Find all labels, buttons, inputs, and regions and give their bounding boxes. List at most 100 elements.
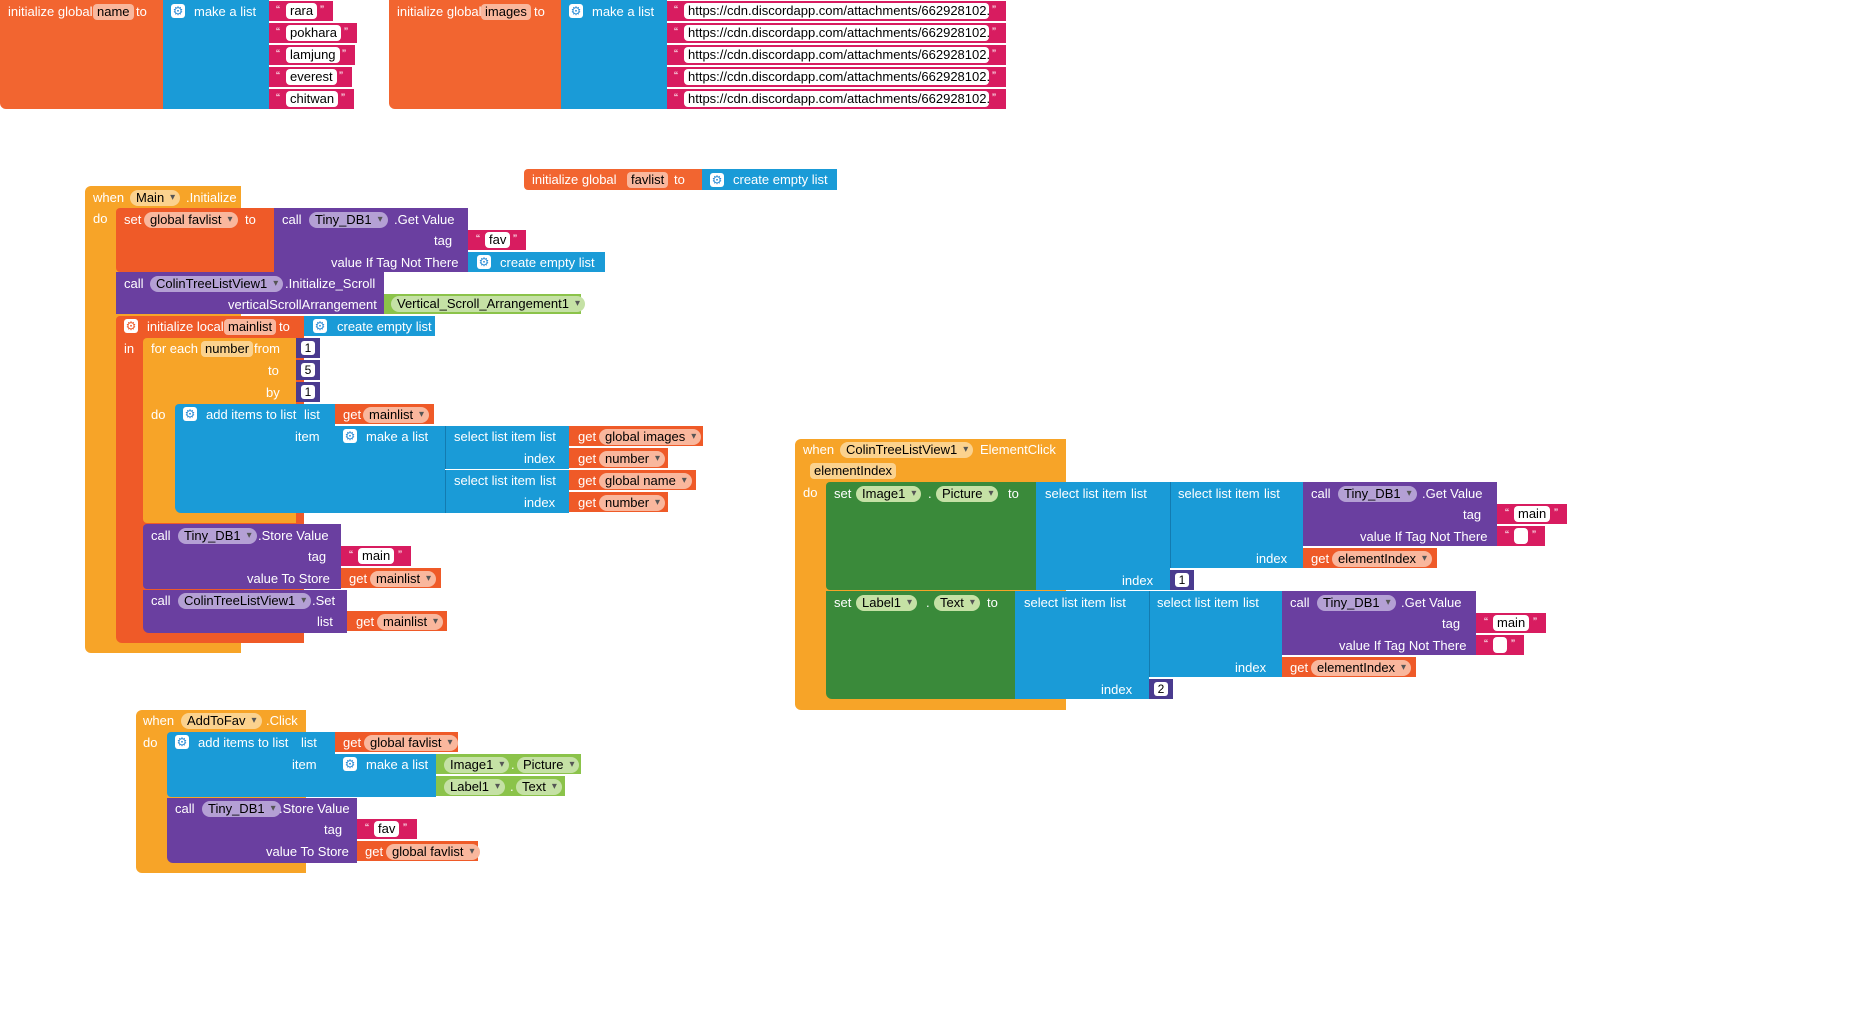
number-value[interactable]: 2 — [1154, 682, 1168, 696]
variable-dropdown[interactable]: mainlist — [363, 407, 430, 423]
make-a-list-block[interactable] — [561, 0, 667, 109]
mutator-gear-icon[interactable]: ⚙ — [313, 319, 327, 333]
text-value[interactable]: pokhara — [286, 25, 341, 41]
mutator-gear-icon[interactable]: ⚙ — [569, 4, 583, 18]
variable-dropdown[interactable]: global favlist — [386, 844, 480, 860]
mutator-gear-icon[interactable]: ⚙ — [477, 255, 491, 269]
component-dropdown[interactable]: Image1 — [444, 757, 510, 773]
property-dropdown[interactable]: Text — [934, 595, 980, 611]
select-list-item-block[interactable] — [1036, 482, 1170, 590]
set-label1-text-block[interactable] — [826, 591, 1015, 699]
component-dropdown[interactable]: ColinTreeListView1 — [178, 593, 312, 609]
var-images-field[interactable]: images — [481, 4, 531, 20]
text-value[interactable]: chitwan — [286, 91, 339, 107]
event-label: ElementClick — [980, 442, 1056, 457]
text-value[interactable]: https://cdn.discordapp.com/attachments/6… — [684, 47, 989, 63]
select-item-label: select list item — [454, 429, 536, 444]
add-items-to-list-block[interactable] — [175, 404, 335, 513]
component-dropdown[interactable]: Tiny_DB1 — [309, 212, 388, 228]
component-dropdown[interactable]: ColinTreeListView1 — [150, 276, 284, 292]
method-label: .Set — [312, 593, 336, 608]
when-label: when — [143, 713, 175, 728]
component-dropdown[interactable]: Label1 — [856, 595, 918, 611]
number-value[interactable]: 1 — [1175, 573, 1189, 587]
get-label: get — [578, 451, 597, 466]
variable-dropdown[interactable]: global name — [599, 473, 692, 489]
event-label: .Click — [266, 713, 298, 728]
text-value[interactable]: rara — [286, 3, 318, 19]
variable-dropdown[interactable]: mainlist — [377, 614, 444, 630]
property-dropdown[interactable]: Text — [516, 779, 562, 795]
component-dropdown[interactable]: Label1 — [444, 779, 506, 795]
select-list-item-block[interactable] — [1170, 482, 1303, 568]
text-value[interactable]: main — [1514, 506, 1551, 522]
property-dropdown[interactable]: Picture — [517, 757, 580, 773]
do-label: do — [803, 485, 818, 500]
component-dropdown[interactable]: Vertical_Scroll_Arrangement1 — [391, 296, 585, 312]
variable-dropdown[interactable]: global images — [599, 429, 702, 445]
text-value[interactable]: https://cdn.discordapp.com/attachments/6… — [684, 69, 989, 85]
number-value[interactable]: 1 — [301, 385, 315, 399]
select-item-label: select list item — [454, 473, 536, 488]
empty-text-value[interactable] — [1514, 528, 1528, 544]
select-list-item-block[interactable] — [1015, 591, 1149, 699]
mutator-gear-icon[interactable]: ⚙ — [343, 757, 357, 771]
var-mainlist-field[interactable]: mainlist — [224, 319, 277, 335]
mutator-gear-icon[interactable]: ⚙ — [343, 429, 357, 443]
component-dropdown[interactable]: Tiny_DB1 — [202, 801, 281, 817]
mutator-gear-icon[interactable]: ⚙ — [710, 173, 724, 187]
select-list-item-block[interactable] — [1149, 591, 1282, 677]
add-items-to-list-block[interactable] — [167, 732, 335, 797]
var-favlist-field[interactable]: favlist — [627, 172, 669, 188]
select-list-item-block[interactable] — [445, 426, 569, 469]
mutator-gear-icon[interactable]: ⚙ — [171, 4, 185, 18]
text-value[interactable]: https://cdn.discordapp.com/attachments/6… — [684, 25, 989, 41]
tag-label: tag — [308, 549, 327, 564]
variable-dropdown[interactable]: mainlist — [370, 571, 437, 587]
make-list-label: make a list — [366, 429, 429, 444]
text-value[interactable]: fav — [374, 821, 400, 837]
text-value[interactable]: main — [1493, 615, 1530, 631]
select-list-item-block[interactable] — [445, 470, 569, 513]
component-dropdown[interactable]: Main — [130, 190, 181, 206]
text-value[interactable]: lamjung — [286, 47, 340, 63]
property-dropdown[interactable]: Picture — [936, 486, 999, 502]
var-number-field[interactable]: number — [201, 341, 254, 357]
variable-dropdown[interactable]: number — [599, 495, 666, 511]
create-empty-list-block[interactable] — [468, 252, 605, 272]
create-empty-label: create empty list — [733, 172, 828, 187]
mutator-gear-icon[interactable]: ⚙ — [175, 735, 189, 749]
param-element-index[interactable]: elementIndex — [810, 463, 897, 479]
var-name-field[interactable]: name — [93, 4, 134, 20]
text-value[interactable]: https://cdn.discordapp.com/attachments/6… — [684, 3, 989, 19]
component-dropdown[interactable]: ColinTreeListView1 — [840, 442, 974, 458]
init-global-label: initialize global — [532, 172, 617, 187]
component-dropdown[interactable]: AddToFav — [181, 713, 262, 729]
variable-dropdown[interactable]: global favlist — [144, 212, 238, 228]
number-value[interactable]: 1 — [301, 341, 315, 355]
create-empty-list-block[interactable] — [702, 169, 837, 190]
component-dropdown[interactable]: Tiny_DB1 — [178, 528, 257, 544]
variable-dropdown[interactable]: elementIndex — [1311, 660, 1412, 676]
component-dropdown[interactable]: Tiny_DB1 — [1338, 486, 1417, 502]
init-global-images-block[interactable] — [389, 0, 561, 109]
index-label: index — [524, 495, 556, 510]
component-dropdown[interactable]: Image1 — [856, 486, 922, 502]
variable-dropdown[interactable]: number — [599, 451, 666, 467]
component-dropdown[interactable]: Tiny_DB1 — [1317, 595, 1396, 611]
mutator-gear-icon[interactable]: ⚙ — [124, 319, 138, 333]
create-empty-list-block[interactable] — [304, 316, 435, 336]
variable-dropdown[interactable]: global favlist — [364, 735, 458, 751]
init-global-name-block[interactable] — [0, 0, 163, 109]
make-a-list-block[interactable] — [163, 0, 269, 109]
text-value[interactable]: everest — [286, 69, 337, 85]
mutator-gear-icon[interactable]: ⚙ — [183, 407, 197, 421]
number-value[interactable]: 5 — [301, 363, 315, 377]
variable-dropdown[interactable]: elementIndex — [1332, 551, 1433, 567]
text-value[interactable]: fav — [485, 232, 511, 248]
list-label: list — [301, 735, 317, 750]
text-value[interactable]: https://cdn.discordapp.com/attachments/6… — [684, 91, 989, 107]
to-label: to — [674, 172, 685, 187]
empty-text-value[interactable] — [1493, 637, 1507, 653]
text-value[interactable]: main — [358, 548, 395, 564]
